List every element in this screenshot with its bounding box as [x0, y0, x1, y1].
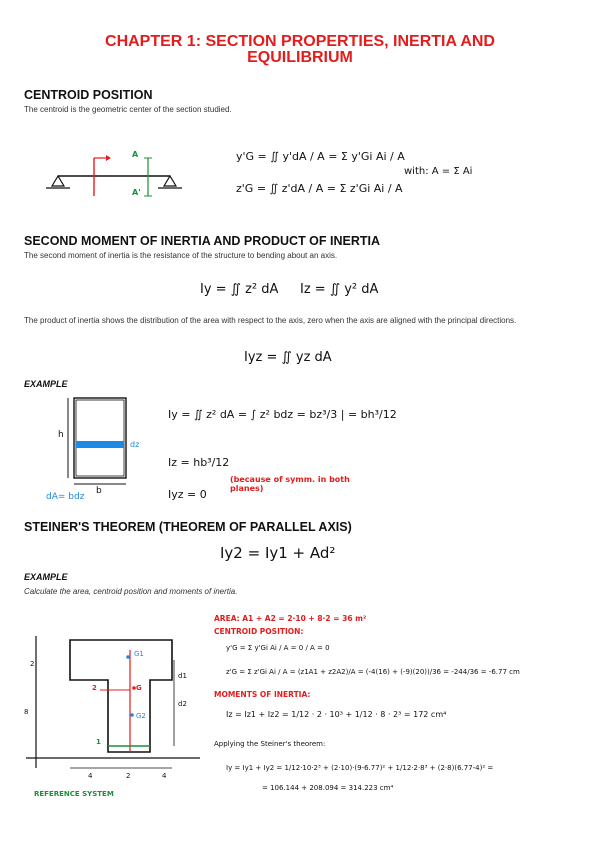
inertia-text1: The second moment of inertia is the resi…: [24, 251, 338, 260]
chapter-title-line2: EQUILIBRIUM: [247, 49, 353, 66]
centroid-eq-y: y'G = ∬ y'dA / A = Σ y'Gi Ai / A: [236, 150, 405, 163]
dim-4b: 4: [162, 772, 167, 780]
dim-2v: 2: [30, 660, 35, 668]
example2-task: Calculate the area, centroid position an…: [24, 587, 238, 596]
example2-iy-result: = 106.144 + 208.094 = 314.223 cm⁴: [262, 784, 394, 792]
example1-note: (because of symm. in both planes): [230, 475, 350, 493]
steiner-heading: STEINER'S THEOREM (THEOREM OF PARALLEL A…: [24, 520, 352, 534]
point-g: G: [136, 684, 142, 692]
example1-da: dA= bdz: [46, 492, 85, 502]
example2-iy: Iy = Iy1 + Iy2 = 1/12·10·2³ + (2·10)·(9-…: [226, 764, 494, 772]
example1-h: h: [58, 430, 64, 440]
example2-yg: y'G = Σ y'Gi Ai / A = 0 / A = 0: [226, 644, 330, 652]
example1-eq-iz: Iz = hb³/12: [168, 456, 230, 469]
chapter-title: CHAPTER 1: SECTION PROPERTIES, INERTIA A…: [30, 34, 570, 66]
example2-centroid-title: CENTROID POSITION:: [214, 627, 304, 636]
dim-8: 8: [24, 708, 29, 716]
centroid-heading: CENTROID POSITION: [24, 88, 153, 102]
chapter-title-line1: CHAPTER 1: SECTION PROPERTIES, INERTIA A…: [105, 33, 495, 50]
inertia-text2: The product of inertia shows the distrib…: [24, 316, 517, 325]
inertia-eq-iz: Iz = ∬ y² dA: [300, 282, 379, 297]
example2-iz: Iz = Iz1 + Iz2 = 1/12 · 2 · 10³ + 1/12 ·…: [226, 710, 447, 719]
example2-moments-title: MOMENTS OF INERTIA:: [214, 690, 311, 699]
example1-eq-iyz: Iyz = 0: [168, 488, 207, 501]
point-1: 1: [96, 738, 101, 746]
point-2: 2: [92, 684, 97, 692]
example2-label: EXAMPLE: [24, 572, 68, 582]
example1-eq-iy: Iy = ∬ z² dA = ∫ z² bdz = bz³/3 | = bh³/…: [168, 408, 397, 421]
dim-2: 2: [126, 772, 131, 780]
dim-d2: d2: [178, 700, 187, 708]
example2-steiner-title: Applying the Steiner's theorem:: [214, 740, 326, 748]
centroid-with: with: A = Σ Ai: [404, 166, 473, 177]
inertia-eq-iyz: Iyz = ∬ yz dA: [244, 350, 332, 365]
example2-zg: z'G = Σ z'Gi Ai / A = (z1A1 + z2A2)/A = …: [226, 668, 520, 676]
point-g2: G2: [136, 712, 146, 720]
example1-label: EXAMPLE: [24, 379, 68, 389]
point-g1: G1: [134, 650, 144, 658]
example1-b: b: [96, 486, 102, 496]
example1-dz: dz: [130, 440, 140, 449]
dim-4a: 4: [88, 772, 93, 780]
inertia-eq-iy: Iy = ∬ z² dA: [200, 282, 279, 297]
reference-system: REFERENCE SYSTEM: [34, 790, 114, 798]
example2-area: AREA: A1 + A2 = 2·10 + 8·2 = 36 m²: [214, 614, 367, 623]
label-a-top: A: [132, 150, 139, 159]
steiner-formula: Iy2 = Iy1 + Ad²: [220, 544, 336, 562]
inertia-heading: SECOND MOMENT OF INERTIA AND PRODUCT OF …: [24, 234, 381, 248]
dim-d1: d1: [178, 672, 187, 680]
centroid-text: The centroid is the geometric center of …: [24, 105, 232, 114]
label-a-bottom: A': [132, 188, 141, 197]
centroid-eq-z: z'G = ∬ z'dA / A = Σ z'Gi Ai / A: [236, 182, 403, 195]
